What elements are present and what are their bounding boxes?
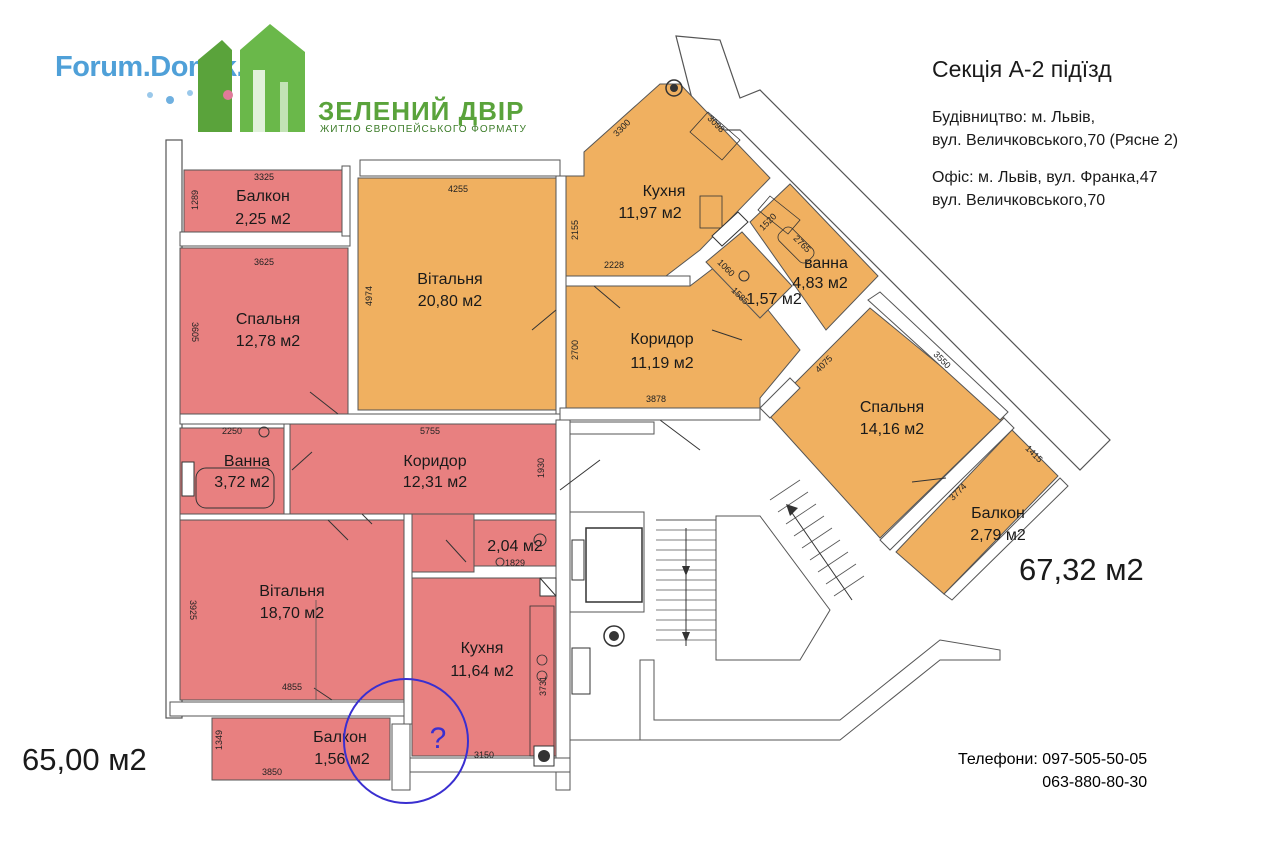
dimension-label: 2155 <box>570 220 580 240</box>
label-living-left-area: 18,70 м2 <box>260 605 324 622</box>
label-corridor-right-area: 11,19 м2 <box>630 355 693 372</box>
question-marker-circle <box>343 678 469 804</box>
dimension-label: 1829 <box>505 558 525 568</box>
construction-line-2: вул. Величковського,70 (Рясне 2) <box>932 132 1179 149</box>
dimension-label: 5755 <box>420 426 440 436</box>
label-kitchen-right-name: Кухня <box>643 183 686 200</box>
phones-block: Телефони: 097-505-50-05 063-880-80-30 <box>958 748 1147 794</box>
dimension-label: 3850 <box>262 767 282 777</box>
label-kitchen-left-area: 11,64 м2 <box>450 663 513 680</box>
brand-name: ЗЕЛЕНИЙ ДВІР <box>318 96 525 126</box>
dimension-label: 3605 <box>190 322 200 342</box>
label-bedroom-right-area: 14,16 м2 <box>860 421 924 438</box>
dimension-label: 3625 <box>254 257 274 267</box>
label-balcony-bottom-name: Балкон <box>313 729 367 746</box>
label-balcony-bottom-area: 1,56 м2 <box>314 751 370 768</box>
label-bedroom-left-area: 12,78 м2 <box>236 333 300 350</box>
dimension-label: 1930 <box>536 458 546 478</box>
dimension-label: 2700 <box>570 340 580 360</box>
brand-tagline: ЖИТЛО ЄВРОПЕЙСЬКОГО ФОРМАТУ <box>320 124 527 135</box>
dimension-label: 4974 <box>364 286 374 306</box>
question-marker: ? <box>430 722 447 755</box>
dimension-label: 4255 <box>448 184 468 194</box>
room-bedroom-left <box>179 247 349 417</box>
room-storage-left <box>473 519 557 567</box>
label-kitchen-right-area: 11,97 м2 <box>618 205 681 222</box>
dimension-label: 2228 <box>604 260 624 270</box>
dimension-label: 1349 <box>214 730 224 750</box>
label-bedroom-left-name: Спальня <box>236 311 300 328</box>
dimension-label: 3150 <box>474 750 494 760</box>
phones-line-1: Телефони: 097-505-50-05 <box>958 751 1148 768</box>
office-line-1: Офіс: м. Львів, вул. Франка,47 <box>932 169 1158 186</box>
label-bathroom-left-area: 3,72 м2 <box>214 474 270 491</box>
phones-line-2: 063-880-80-30 <box>1042 774 1148 791</box>
room-corridor-left-lower <box>409 513 475 573</box>
label-living-right-area: 20,80 м2 <box>418 293 482 310</box>
construction-line-1: Будівництво: м. Львів, <box>932 109 1096 126</box>
label-storage-left-area: 2,04 м2 <box>487 538 543 555</box>
label-bedroom-right-name: Спальня <box>860 399 924 416</box>
dimension-label: 3325 <box>254 172 274 182</box>
left-apartment-total: 65,00 м2 <box>22 742 147 777</box>
label-kitchen-left-name: Кухня <box>461 640 504 657</box>
room-balcony-right <box>895 429 1059 595</box>
room-living-left <box>179 519 405 701</box>
label-living-right-name: Вітальня <box>417 271 482 288</box>
room-bath-right <box>749 183 879 331</box>
label-bath-right-area: 4,83 м2 <box>792 275 848 292</box>
label-balcony-right-name: Балкон <box>971 505 1025 522</box>
label-bath-right-name: ванна <box>804 255 848 272</box>
label-balcony-top-area: 2,25 м2 <box>235 211 291 228</box>
label-balcony-right-area: 2,79 м2 <box>970 527 1026 544</box>
label-corridor-right-name: Коридор <box>630 331 693 348</box>
label-wc-right-area: 1,57 м2 <box>746 291 802 308</box>
label-bathroom-left-name: Ванна <box>224 453 270 470</box>
dimension-label: 3925 <box>188 600 198 620</box>
left-apartment: Балкон 2,25 м2 Спальня 12,78 м2 Ванна 3,… <box>165 139 571 804</box>
label-living-left-name: Вітальня <box>259 583 324 600</box>
logo-house-icon <box>147 24 305 132</box>
room-living-right <box>357 177 557 411</box>
dimension-label: 3878 <box>646 394 666 404</box>
stairwell <box>559 419 1001 741</box>
label-corridor-left-area: 12,31 м2 <box>403 474 467 491</box>
dimension-label: 2250 <box>222 426 242 436</box>
room-bathroom-left <box>179 427 285 515</box>
dimension-label: 3731 <box>538 676 548 696</box>
office-line-2: вул. Величковського,70 <box>932 192 1106 209</box>
label-balcony-top-name: Балкон <box>236 188 290 205</box>
label-corridor-left-name: Коридор <box>403 453 466 470</box>
dimension-label: 1289 <box>190 190 200 210</box>
room-balcony-top <box>183 169 343 233</box>
section-title: Секція А-2 підїзд <box>932 56 1112 82</box>
dimension-label: 4855 <box>282 682 302 692</box>
right-apartment: Вітальня 20,80 м2 Кухня 11,97 м2 1,57 м2… <box>357 35 1111 601</box>
right-apartment-total: 67,32 м2 <box>1019 552 1144 587</box>
address-block: Будівництво: м. Львів, вул. Величковсько… <box>932 106 1178 212</box>
room-balcony-bottom <box>211 717 391 781</box>
